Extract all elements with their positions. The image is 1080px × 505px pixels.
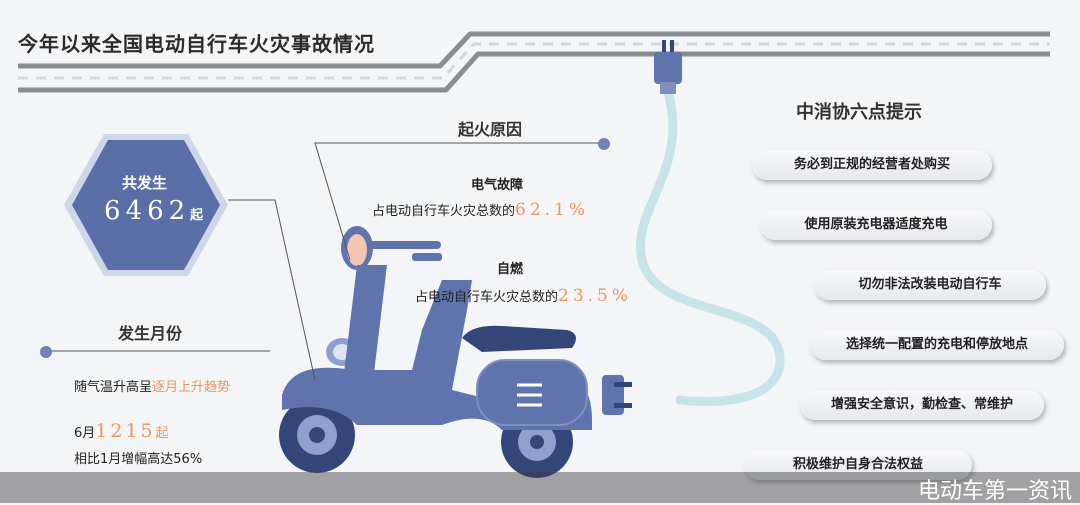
fire-cause-heading: 起火原因 (458, 120, 523, 139)
tip-item: 务必到正规的经营者处购买 (752, 150, 992, 180)
month-june: 6月1215起 (74, 420, 169, 442)
scooter-illustration (279, 226, 632, 478)
cause-electrical-name: 电气故障 (471, 178, 524, 193)
page-title: 今年以来全国电动自行车火灾事故情况 (18, 32, 375, 56)
cause-dot-icon (598, 138, 610, 150)
tip-item: 增强安全意识，勤检查、常维护 (800, 390, 1044, 420)
total-label: 共发生 (122, 174, 168, 192)
month-trend: 随气温升高呈逐月上升趋势 (74, 380, 231, 395)
total-count: 6462起 (104, 196, 204, 226)
month-heading: 发生月份 (118, 324, 183, 343)
total-hexagon (64, 134, 228, 276)
tip-item: 积极维护自身合法权益 (744, 450, 972, 480)
month-compare: 相比1月增幅高达56% (74, 452, 203, 467)
month-dot-icon (40, 346, 52, 358)
watermark: 电动车第一资讯 (917, 479, 1072, 504)
cause-spontaneous-desc: 占电动自行车火灾总数的23.5% (415, 286, 633, 306)
cause-spontaneous-name: 自燃 (497, 262, 524, 277)
cause-electrical-desc: 占电动自行车火灾总数的62.1% (372, 200, 590, 220)
tip-item: 使用原装充电器适度充电 (760, 210, 992, 240)
tips-heading: 中消协六点提示 (796, 102, 922, 123)
plug-icon (654, 40, 682, 94)
tip-item: 切勿非法改装电动自行车 (814, 270, 1046, 300)
tip-item: 选择统一配置的充电和停放地点 (810, 330, 1064, 360)
footer-bar (0, 472, 1080, 503)
